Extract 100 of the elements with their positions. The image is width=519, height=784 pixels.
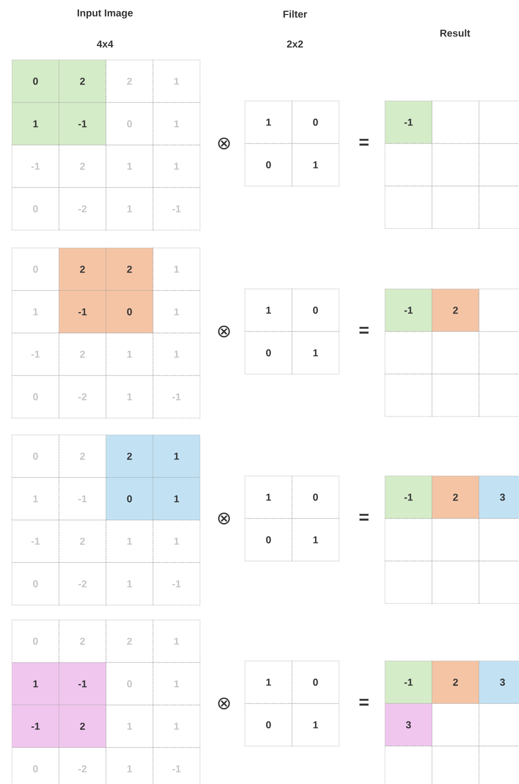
grid-cell: 1 — [244, 660, 292, 704]
grid-cell: 0 — [106, 662, 154, 706]
grid-cell: -2 — [58, 747, 106, 784]
grid-cell: 2 — [58, 434, 106, 478]
grid-cell: -1 — [152, 747, 200, 784]
grid-cell: 0 — [292, 476, 340, 519]
grid-cell: 2 — [106, 60, 154, 103]
column-heading: Filter — [283, 10, 308, 18]
grid-cell: 1 — [106, 520, 154, 563]
grid-cell: 2 — [58, 620, 106, 663]
grid-cell: -1 — [58, 662, 106, 706]
grid-cell: 1 — [152, 520, 200, 563]
column-heading: Input Image — [78, 10, 133, 18]
grid-cell: 0 — [244, 331, 292, 374]
grid-cell: -1 — [152, 187, 200, 230]
operator-symbol: ⊗ — [218, 698, 230, 710]
grid-cell: 1 — [292, 331, 340, 374]
grid-cell: 2 — [432, 288, 480, 332]
operator-symbol: ⊗ — [218, 138, 230, 150]
grid-cell: -1 — [152, 562, 200, 606]
grid-cell: -1 — [58, 477, 106, 520]
grid-cell: 1 — [12, 662, 60, 706]
equals-sign: = — [360, 698, 368, 706]
grid-cell: 1 — [152, 620, 200, 663]
grid-cell: 2 — [58, 520, 106, 563]
grid-cell: 0 — [12, 620, 60, 663]
grid-cell: 1 — [12, 477, 60, 520]
grid-cell: 3 — [478, 476, 519, 519]
column-heading: Result — [440, 29, 470, 37]
grid-cell: 1 — [152, 144, 200, 188]
column-heading: 4x4 — [96, 40, 114, 48]
grid-cell: 1 — [152, 60, 200, 103]
grid-cell: 2 — [58, 704, 106, 748]
grid-cell: 0 — [244, 703, 292, 746]
grid-cell: -1 — [384, 476, 432, 519]
grid-cell: -2 — [58, 375, 106, 418]
grid-cell: 1 — [244, 476, 292, 519]
grid-cell: 1 — [244, 100, 292, 144]
grid-cell: 0 — [12, 562, 60, 606]
equals-sign: = — [360, 514, 368, 521]
grid-cell: -1 — [384, 660, 432, 704]
grid-cell: 0 — [106, 102, 154, 146]
grid-cell: 0 — [292, 660, 340, 704]
grid-cell: 1 — [152, 477, 200, 520]
grid-cell: 0 — [12, 60, 60, 103]
grid-cell: 1 — [152, 332, 200, 376]
grid-cell: 0 — [106, 477, 154, 520]
grid-cell: 3 — [478, 660, 519, 704]
grid-cell: 1 — [152, 290, 200, 334]
grid-cell: 0 — [12, 248, 60, 291]
column-heading: 2x2 — [287, 40, 303, 48]
grid-cell: -1 — [12, 704, 60, 748]
grid-cell: 1 — [106, 332, 154, 376]
grid-cell: 1 — [292, 518, 340, 562]
grid-cell: 0 — [12, 187, 60, 230]
grid-cell: 1 — [152, 248, 200, 291]
grid-cell: 1 — [152, 102, 200, 146]
grid-cell: 0 — [12, 434, 60, 478]
grid-cell: 2 — [106, 620, 154, 663]
equals-sign: = — [360, 138, 368, 146]
grid-cell: 2 — [106, 248, 154, 291]
grid-cell: -1 — [12, 520, 60, 563]
grid-cell: 0 — [292, 100, 340, 144]
grid-cell: 1 — [292, 143, 340, 186]
grid-cell: 0 — [244, 518, 292, 562]
grid-cell: -1 — [58, 290, 106, 334]
grid-cell: 1 — [106, 747, 154, 784]
grid-cell: 0 — [244, 143, 292, 186]
grid-cell: 2 — [106, 434, 154, 478]
operator-symbol: ⊗ — [218, 326, 230, 338]
grid-cell: 1 — [106, 704, 154, 748]
grid-cell: -2 — [58, 562, 106, 606]
grid-cell: 1 — [152, 704, 200, 748]
equals-sign: = — [360, 326, 368, 334]
grid-cell: 2 — [58, 332, 106, 376]
grid-cell: 1 — [152, 434, 200, 478]
grid-cell: 2 — [432, 660, 480, 704]
grid-cell: 0 — [12, 747, 60, 784]
grid-cell: 0 — [106, 290, 154, 334]
grid-cell: -1 — [12, 332, 60, 376]
grid-cell: 1 — [106, 375, 154, 418]
grid-cell: 2 — [432, 476, 480, 519]
grid-cell: 1 — [106, 187, 154, 230]
grid-cell: 1 — [152, 662, 200, 706]
grid-cell: 1 — [12, 102, 60, 146]
grid-cell: 0 — [12, 375, 60, 418]
grid-cell: -1 — [384, 288, 432, 332]
grid-cell: -1 — [58, 102, 106, 146]
grid-cell: 1 — [244, 288, 292, 332]
grid-cell: 2 — [58, 144, 106, 188]
grid-cell: -1 — [12, 144, 60, 188]
grid-cell: 1 — [106, 144, 154, 188]
grid-cell: 2 — [58, 248, 106, 291]
operator-symbol: ⊗ — [218, 512, 230, 524]
grid-cell: 1 — [106, 562, 154, 606]
grid-cell: -2 — [58, 187, 106, 230]
grid-cell: 1 — [12, 290, 60, 334]
grid-cell: 1 — [292, 703, 340, 746]
grid-cell: 3 — [384, 703, 432, 746]
grid-cell: -1 — [152, 375, 200, 418]
